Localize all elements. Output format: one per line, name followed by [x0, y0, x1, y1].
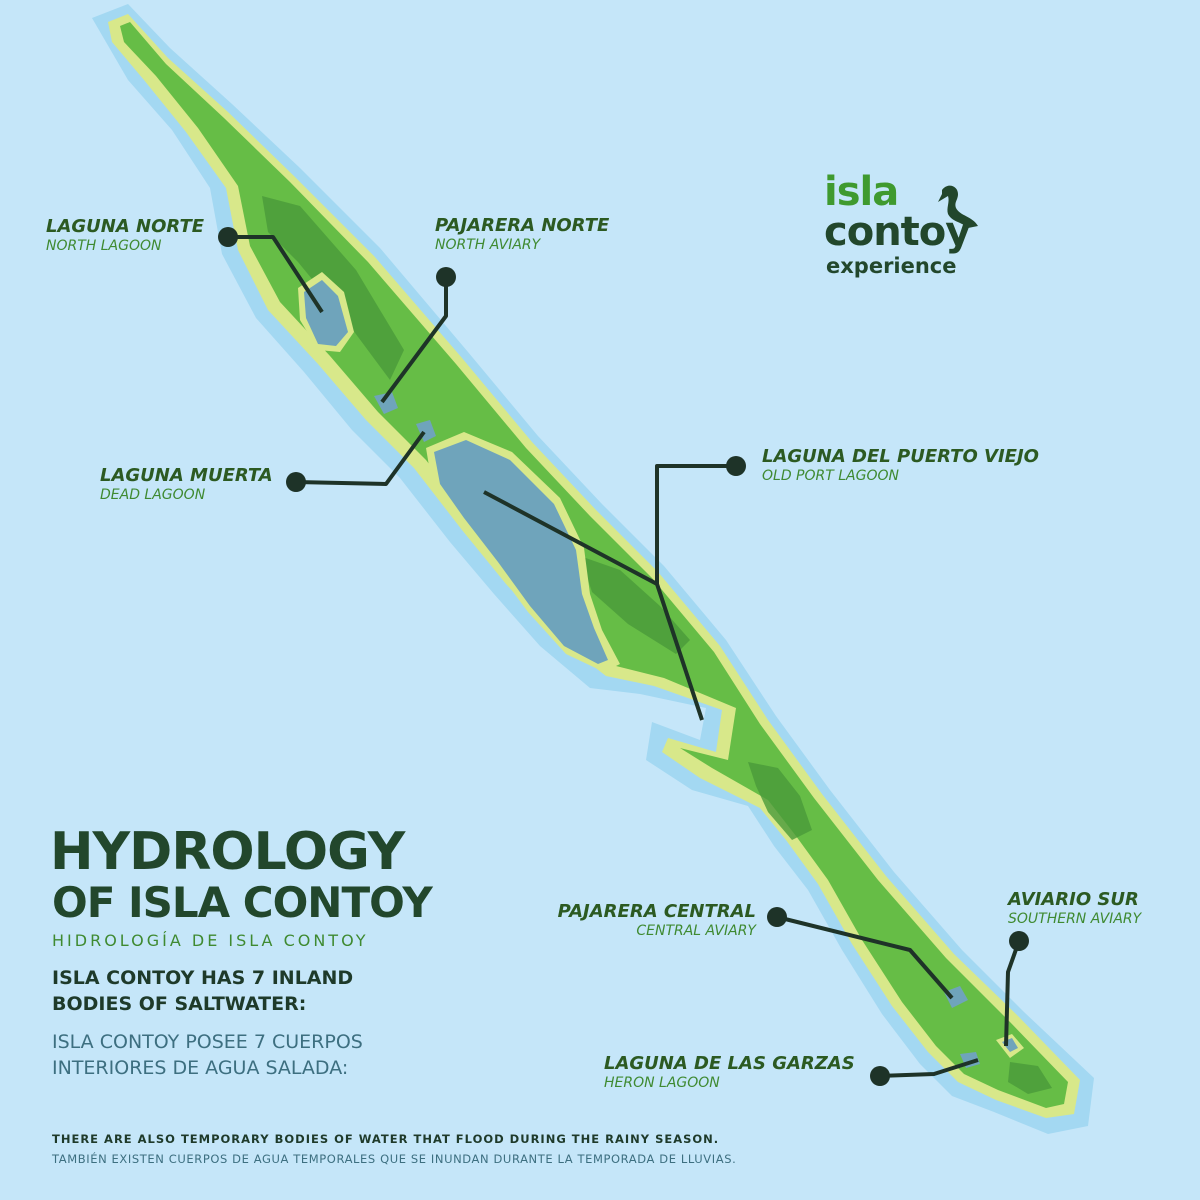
- lagoon-muerta: [416, 420, 436, 442]
- label-es: LAGUNA DEL PUERTO VIEJO: [762, 446, 1039, 467]
- footnote-english: THERE ARE ALSO TEMPORARY BODIES OF WATER…: [52, 1132, 720, 1146]
- leader-aviario-sur: [1004, 940, 1021, 1047]
- leader-puerto-viejo-b: [655, 583, 704, 721]
- page-title: HYDROLOGY: [50, 822, 405, 882]
- label-es: PAJARERA CENTRAL: [557, 901, 756, 922]
- label-es: PAJARERA NORTE: [435, 215, 610, 236]
- leader-pajarera-norte: [380, 277, 448, 404]
- marker-puerto-viejo: [726, 456, 746, 476]
- marker-laguna-norte: [218, 227, 238, 247]
- label-en: HERON LAGOON: [604, 1074, 720, 1091]
- label-pajarera-norte: PAJARERA NORTE NORTH AVIARY: [435, 215, 610, 253]
- lagoon-norte-water: [304, 280, 348, 346]
- label-laguna-muerta: LAGUNA MUERTA DEAD LAGOON: [100, 465, 273, 503]
- marker-laguna-muerta: [286, 472, 306, 492]
- pelican-icon: [938, 185, 978, 228]
- label-en: NORTH AVIARY: [435, 236, 541, 253]
- lagoon-pajarera-norte: [374, 392, 398, 414]
- leader-puerto-viejo-a: [483, 464, 736, 586]
- logo-text-experience: experience: [826, 254, 957, 278]
- leader-garzas: [879, 1058, 979, 1078]
- footnote-spanish: TAMBIÉN EXISTEN CUERPOS DE AGUA TEMPORAL…: [52, 1152, 737, 1166]
- lagoon-puerto-viejo: [434, 440, 608, 664]
- marker-aviario-sur: [1009, 931, 1029, 951]
- logo-text-isla: isla: [824, 169, 899, 215]
- marker-pajarera-central: [767, 907, 787, 927]
- intro-english: ISLA CONTOY HAS 7 INLAND BODIES OF SALTW…: [52, 967, 354, 1015]
- label-es: LAGUNA DE LAS GARZAS: [604, 1053, 855, 1074]
- leader-pajarera-central: [776, 915, 954, 1000]
- label-es: LAGUNA NORTE: [46, 216, 205, 237]
- label-es: AVIARIO SUR: [1008, 889, 1139, 910]
- page-title-line2: OF ISLA CONTOY: [52, 878, 433, 927]
- label-en: OLD PORT LAGOON: [762, 467, 899, 484]
- marker-pajarera-norte: [436, 267, 456, 287]
- brand-logo: isla contoy experience: [822, 172, 1022, 282]
- marker-garzas: [870, 1066, 890, 1086]
- leader-laguna-muerta: [295, 430, 426, 486]
- vegetation-patch: [580, 556, 690, 654]
- vegetation-patch: [1008, 1062, 1052, 1094]
- label-es: LAGUNA MUERTA: [100, 465, 273, 486]
- label-en: SOUTHERN AVIARY: [1008, 910, 1142, 927]
- label-laguna-puerto-viejo: LAGUNA DEL PUERTO VIEJO OLD PORT LAGOON: [762, 446, 1039, 484]
- intro-spanish: ISLA CONTOY POSEE 7 CUERPOS INTERIORES D…: [52, 1031, 363, 1079]
- label-aviario-sur: AVIARIO SUR SOUTHERN AVIARY: [1008, 889, 1142, 927]
- vegetation-patch: [748, 762, 812, 840]
- label-en: CENTRAL AVIARY: [636, 922, 756, 939]
- logo-text-contoy: contoy: [824, 209, 971, 255]
- label-en: DEAD LAGOON: [100, 486, 206, 503]
- page-subtitle: HIDROLOGÍA DE ISLA CONTOY: [52, 931, 369, 950]
- leader-laguna-norte: [228, 235, 324, 314]
- lagoon-pajarera-central: [944, 986, 968, 1008]
- label-laguna-garzas: LAGUNA DE LAS GARZAS HERON LAGOON: [604, 1053, 855, 1091]
- label-laguna-norte: LAGUNA NORTE NORTH LAGOON: [46, 216, 205, 254]
- label-pajarera-central: PAJARERA CENTRAL CENTRAL AVIARY: [520, 901, 756, 939]
- label-en: NORTH LAGOON: [46, 237, 162, 254]
